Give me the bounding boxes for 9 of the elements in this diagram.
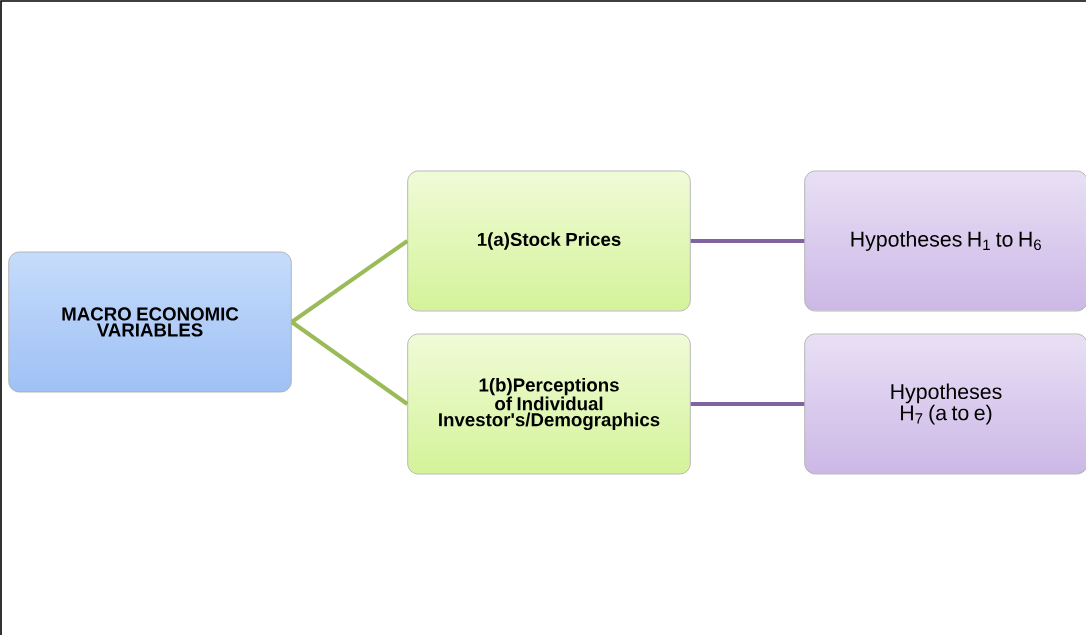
hypothesis-box: Hypotheses H$_{7}$ (a to e) [804, 333, 1086, 475]
hypothesis-box: Hypotheses H$_{1}$ to H$_{6}$ [804, 170, 1086, 312]
connector-line [290, 239, 409, 324]
category-box: MACRO ECONOMIC VARIABLES [8, 251, 292, 393]
topic-box: 1(b)Perceptions of Individual Investor's/Demographics [407, 333, 691, 475]
connector-line [690, 239, 805, 243]
topic-box: 1(a)Stock Prices [407, 170, 691, 312]
connector-line [690, 402, 805, 406]
connector-line [290, 320, 409, 406]
